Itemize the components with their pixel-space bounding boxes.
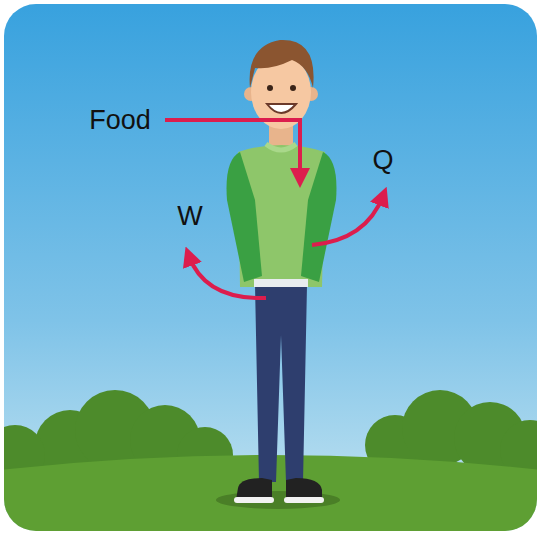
right-sleeve <box>301 152 336 282</box>
person <box>227 40 337 503</box>
arrow-label: Q <box>372 147 393 174</box>
arrow-label: Food <box>89 107 151 134</box>
left-shoe <box>236 478 272 500</box>
scene <box>4 4 537 531</box>
energy-arrows <box>165 120 383 298</box>
heat-arrow <box>312 196 383 245</box>
smile <box>267 104 296 113</box>
arrow-label: W <box>177 203 202 230</box>
food-arrow <box>165 120 300 178</box>
belt <box>254 279 308 287</box>
sky <box>4 4 537 531</box>
right-shoe <box>286 478 322 500</box>
work-arrow <box>189 256 266 298</box>
left-sleeve <box>227 152 262 282</box>
pants <box>255 285 307 482</box>
hair <box>250 40 314 88</box>
